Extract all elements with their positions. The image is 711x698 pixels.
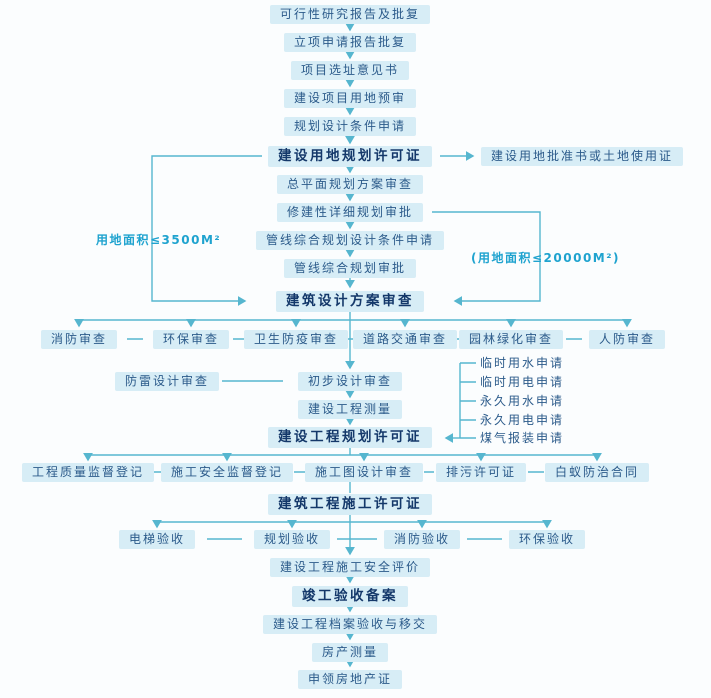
node-landscaping-review: 园林绿化审查 bbox=[458, 330, 564, 349]
node-planning-permit: 建设工程规划许可证 bbox=[268, 427, 432, 448]
node-archive-transfer: 建设工程档案验收与移交 bbox=[262, 615, 438, 634]
node-planning-conditions: 规划设计条件申请 bbox=[283, 117, 417, 136]
node-construction-survey: 建设工程测量 bbox=[297, 400, 403, 419]
node-temp-water-application: 临时用水申请 bbox=[480, 356, 565, 370]
node-elevator-acceptance: 电梯验收 bbox=[118, 530, 196, 549]
node-drawing-review: 施工图设计审查 bbox=[304, 463, 424, 482]
node-land-use-permit: 建设用地规划许可证 bbox=[268, 146, 432, 167]
node-perm-water-application: 永久用水申请 bbox=[480, 394, 565, 408]
node-fire-review: 消防审查 bbox=[40, 330, 118, 349]
node-property-certificate: 申领房地产证 bbox=[297, 670, 403, 689]
annotation-area-20000: (用地面积≤20000M²) bbox=[471, 251, 620, 265]
node-site-selection: 项目选址意见书 bbox=[290, 61, 410, 80]
node-sewage-permit: 排污许可证 bbox=[435, 463, 527, 482]
node-master-plan-review: 总平面规划方案审查 bbox=[276, 175, 424, 194]
node-planning-acceptance: 规划验收 bbox=[253, 530, 331, 549]
node-preliminary-design-review: 初步设计审查 bbox=[297, 372, 403, 391]
node-fire-acceptance: 消防验收 bbox=[383, 530, 461, 549]
node-detailed-plan-approval: 修建性详细规划审批 bbox=[276, 203, 424, 222]
node-safety-supervision: 施工安全监督登记 bbox=[160, 463, 294, 482]
node-design-scheme-review: 建筑设计方案审查 bbox=[276, 291, 424, 312]
node-temp-power-application: 临时用电申请 bbox=[480, 375, 565, 389]
node-sanitation-review: 卫生防疫审查 bbox=[243, 330, 349, 349]
node-property-survey: 房产测量 bbox=[311, 643, 389, 662]
node-lightning-review: 防雷设计审查 bbox=[114, 372, 220, 391]
node-land-pre-review: 建设项目用地预审 bbox=[283, 89, 417, 108]
node-feasibility-report: 可行性研究报告及批复 bbox=[269, 5, 431, 24]
node-traffic-review: 道路交通审查 bbox=[352, 330, 458, 349]
node-pipeline-conditions: 管线综合规划设计条件申请 bbox=[255, 231, 445, 250]
node-perm-power-application: 永久用电申请 bbox=[480, 413, 565, 427]
node-civil-defense-review: 人防审查 bbox=[588, 330, 666, 349]
node-environment-acceptance: 环保验收 bbox=[508, 530, 586, 549]
node-completion-filing: 竣工验收备案 bbox=[292, 586, 408, 607]
node-termite-contract: 白蚁防治合同 bbox=[544, 463, 650, 482]
node-environment-review: 环保审查 bbox=[152, 330, 230, 349]
node-pipeline-approval: 管线综合规划审批 bbox=[283, 259, 417, 278]
node-land-approval-cert: 建设用地批准书或土地使用证 bbox=[480, 147, 684, 166]
node-quality-supervision: 工程质量监督登记 bbox=[21, 463, 155, 482]
node-safety-evaluation: 建设工程施工安全评价 bbox=[269, 558, 431, 577]
node-project-application: 立项申请报告批复 bbox=[283, 33, 417, 52]
node-construction-permit: 建筑工程施工许可证 bbox=[268, 494, 432, 515]
annotation-area-3500: 用地面积≤3500M² bbox=[96, 233, 222, 247]
node-gas-application: 煤气报装申请 bbox=[480, 431, 565, 445]
